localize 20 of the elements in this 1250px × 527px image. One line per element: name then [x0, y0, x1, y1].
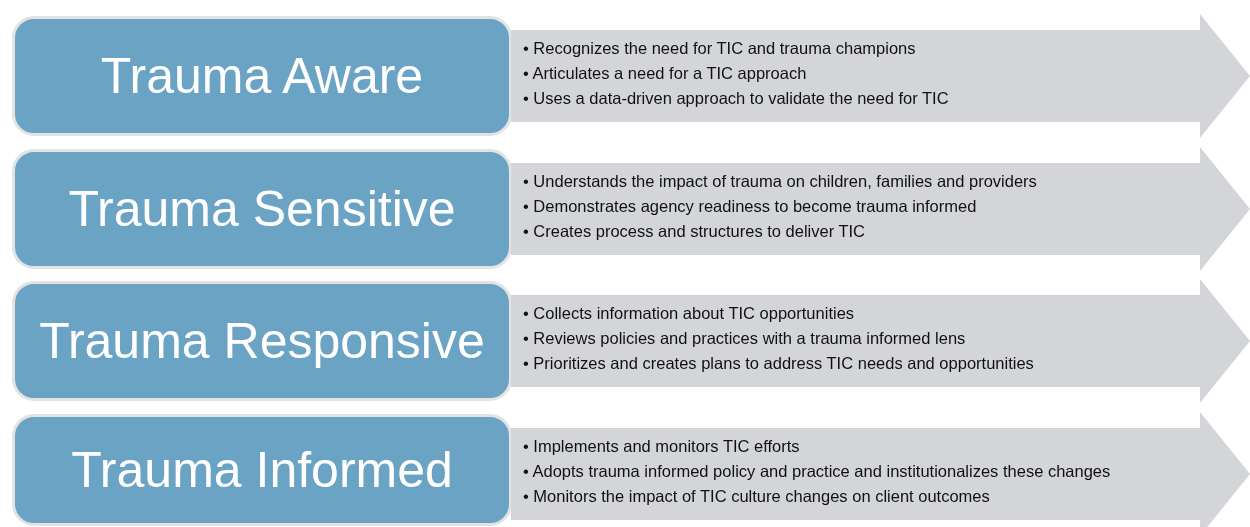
- stage-title: Trauma Responsive: [39, 312, 485, 370]
- stage-title: Trauma Aware: [100, 47, 424, 105]
- stage-box: [12, 281, 512, 401]
- bullet-item: • Demonstrates agency readiness to become trauma informed: [523, 195, 978, 217]
- bullet-item: • Uses a data-driven approach to validate the need for TIC: [523, 88, 950, 109]
- bullet-item: • Collects information about TIC opportunities: [523, 303, 856, 324]
- bullet-item: • Understands the impact of trauma on children, families and providers: [523, 170, 1038, 192]
- stage-title: Trauma Informed: [71, 440, 453, 499]
- bullet-item: • Prioritizes and creates plans to address TIC needs and opportunities: [523, 353, 1035, 374]
- bullet-item: • Creates process and structures to deliver TIC: [523, 220, 867, 242]
- stage-box: [12, 16, 512, 136]
- stage-box: [12, 148, 512, 269]
- bullet-item: • Implements and monitors TIC efforts: [523, 435, 801, 457]
- stage-box: [12, 413, 512, 526]
- stage-title: Trauma Sensitive: [68, 179, 456, 238]
- bullet-item: • Monitors the impact of TIC culture changes on client outcomes: [523, 485, 991, 507]
- bullet-item: • Adopts trauma informed policy and practice and institutionalizes these changes: [523, 460, 1112, 482]
- bullet-item: • Reviews policies and practices with a trauma informed lens: [523, 328, 967, 349]
- bullet-item: • Recognizes the need for TIC and trauma champions: [523, 38, 917, 59]
- bullet-item: • Articulates a need for a TIC approach: [523, 63, 808, 84]
